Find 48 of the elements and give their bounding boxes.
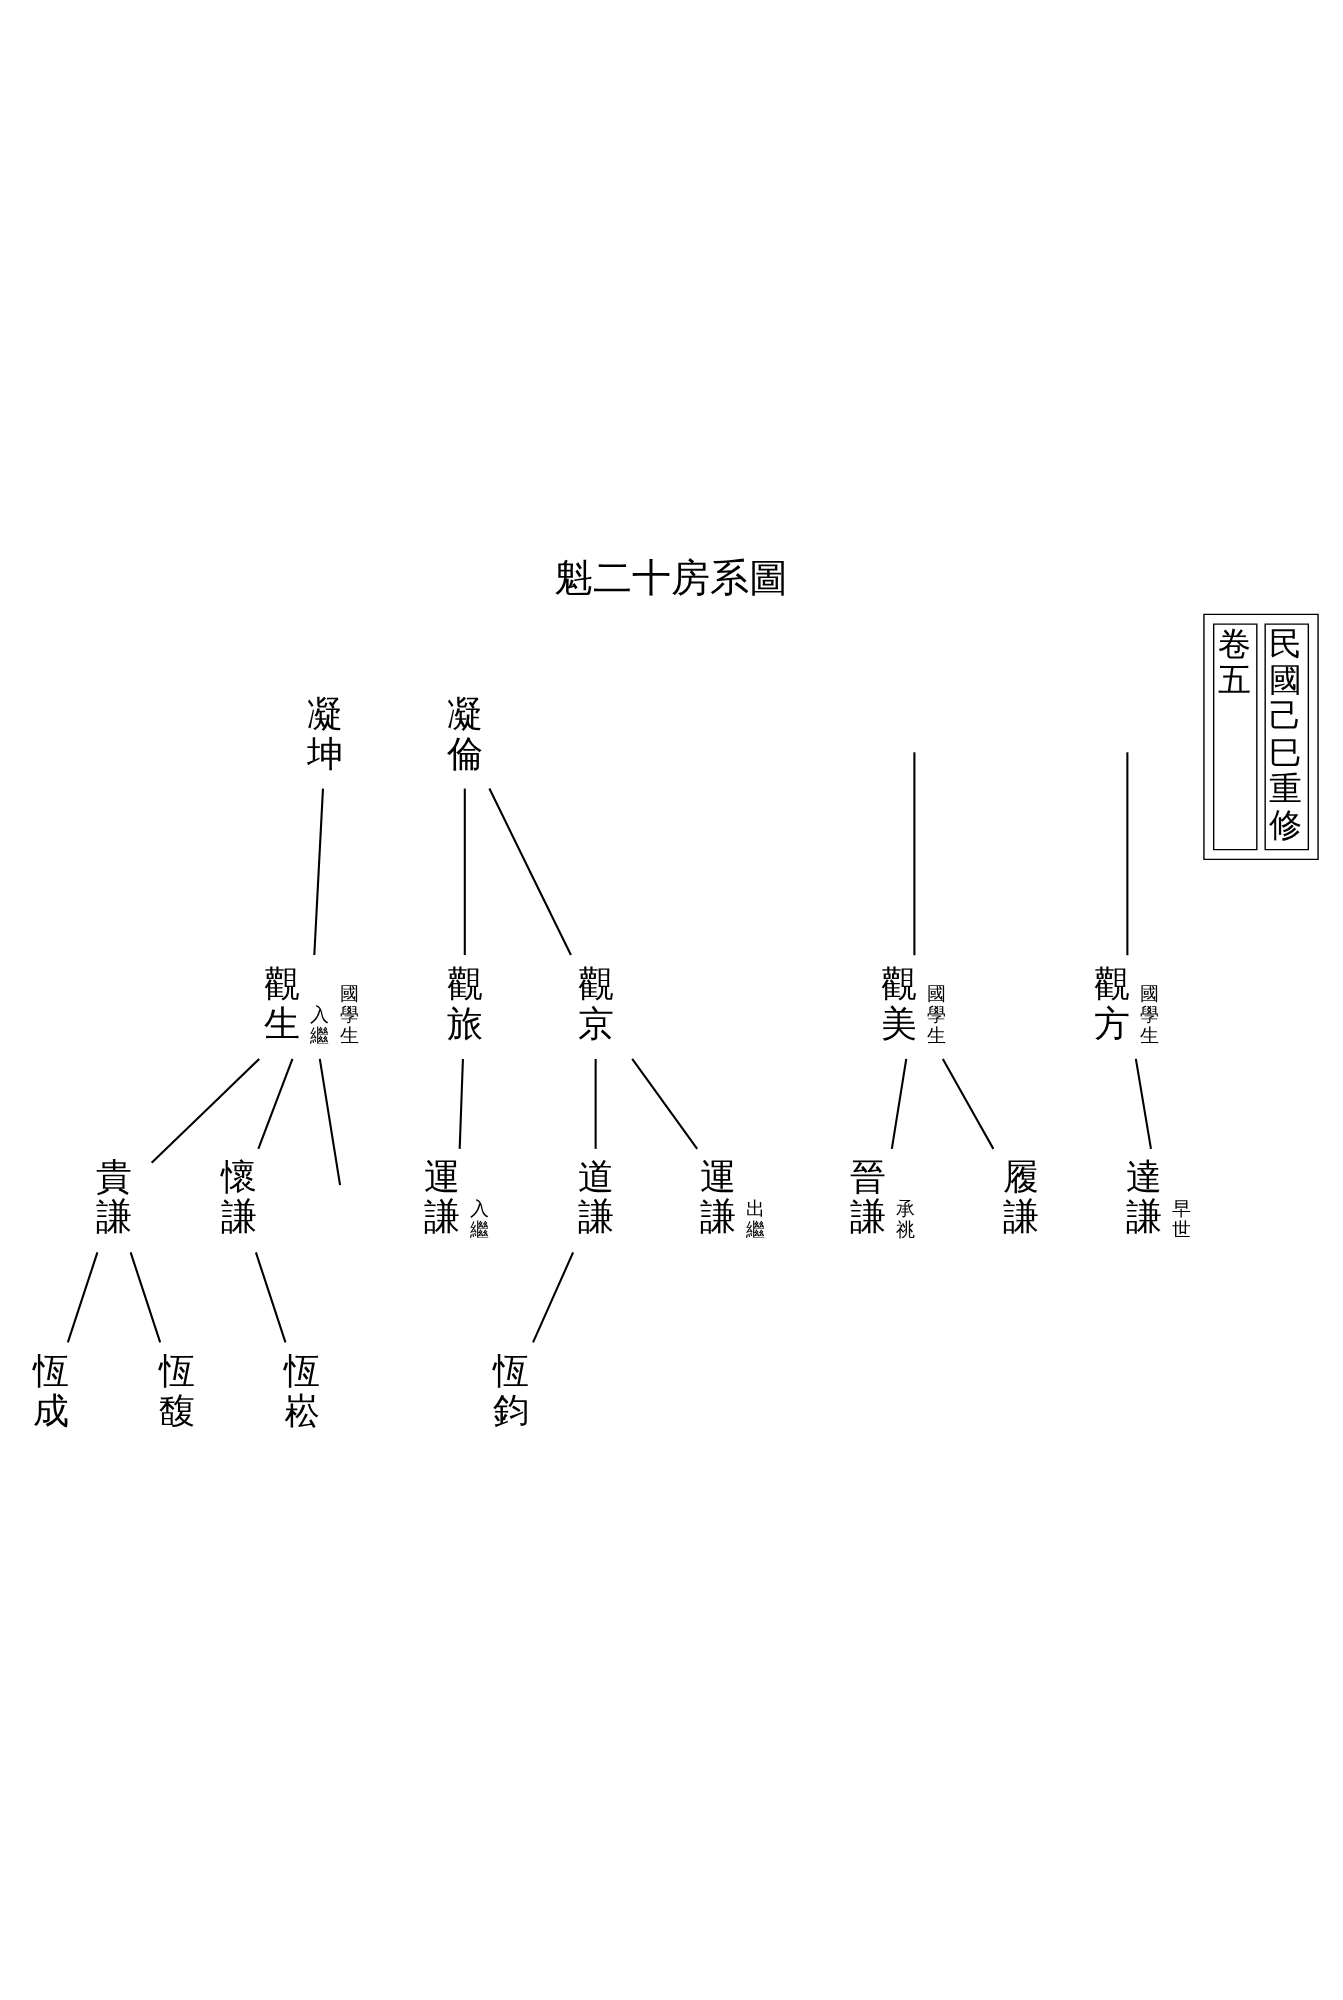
connector xyxy=(532,1252,575,1343)
node-text: 晉謙 xyxy=(850,1155,887,1239)
connector xyxy=(458,1058,464,1149)
connector xyxy=(941,1058,995,1150)
node-text: 觀旅 xyxy=(446,961,483,1045)
connector xyxy=(1134,1058,1152,1150)
connector xyxy=(631,1058,699,1150)
connector xyxy=(313,788,325,956)
node-text: 觀京 xyxy=(577,961,614,1045)
label: 民國己巳重修 xyxy=(1269,624,1303,845)
connector xyxy=(257,1058,294,1150)
connector xyxy=(129,1252,162,1343)
connector xyxy=(463,788,466,956)
connector xyxy=(890,1058,908,1150)
node-text: 達謙 xyxy=(1125,1155,1162,1239)
node-text: 運謙 xyxy=(424,1155,461,1239)
connector xyxy=(150,1058,260,1164)
connector xyxy=(318,1058,342,1186)
node-text: 貴謙 xyxy=(95,1155,132,1239)
node-text: 恆馥 xyxy=(158,1348,195,1432)
node-label: 國學生 xyxy=(339,982,359,1048)
connector xyxy=(1126,752,1129,956)
node-label: 國學生 xyxy=(1139,982,1159,1048)
node-label: 早世 xyxy=(1171,1196,1191,1241)
node-text: 履謙 xyxy=(1003,1155,1040,1239)
node-text: 道謙 xyxy=(577,1155,614,1239)
connector xyxy=(913,752,916,956)
connector xyxy=(594,1058,597,1149)
node-text: 恆崧 xyxy=(283,1348,320,1432)
node-text: 凝坤 xyxy=(307,691,344,775)
node-label: 國學生 xyxy=(926,982,946,1048)
node-text: 觀方 xyxy=(1093,961,1130,1045)
node-text: 凝倫 xyxy=(446,691,483,775)
label: 卷五 xyxy=(1217,624,1251,700)
node-text: 恆鈞 xyxy=(492,1348,529,1432)
connector xyxy=(488,788,572,956)
connector xyxy=(66,1252,99,1343)
node-text: 觀生 xyxy=(264,961,301,1045)
node-label: 出繼 xyxy=(745,1196,765,1241)
node-text: 運謙 xyxy=(700,1155,737,1239)
node-text: 懷謙 xyxy=(221,1155,258,1239)
node-label: 入繼 xyxy=(310,1003,330,1048)
diagram-title: 魁二十房系圖 xyxy=(554,555,789,601)
node-label: 承祧 xyxy=(896,1196,916,1241)
connector xyxy=(254,1252,287,1343)
node-label: 入繼 xyxy=(470,1196,490,1241)
node-text: 觀美 xyxy=(880,961,917,1045)
node-text: 恆成 xyxy=(33,1348,70,1432)
